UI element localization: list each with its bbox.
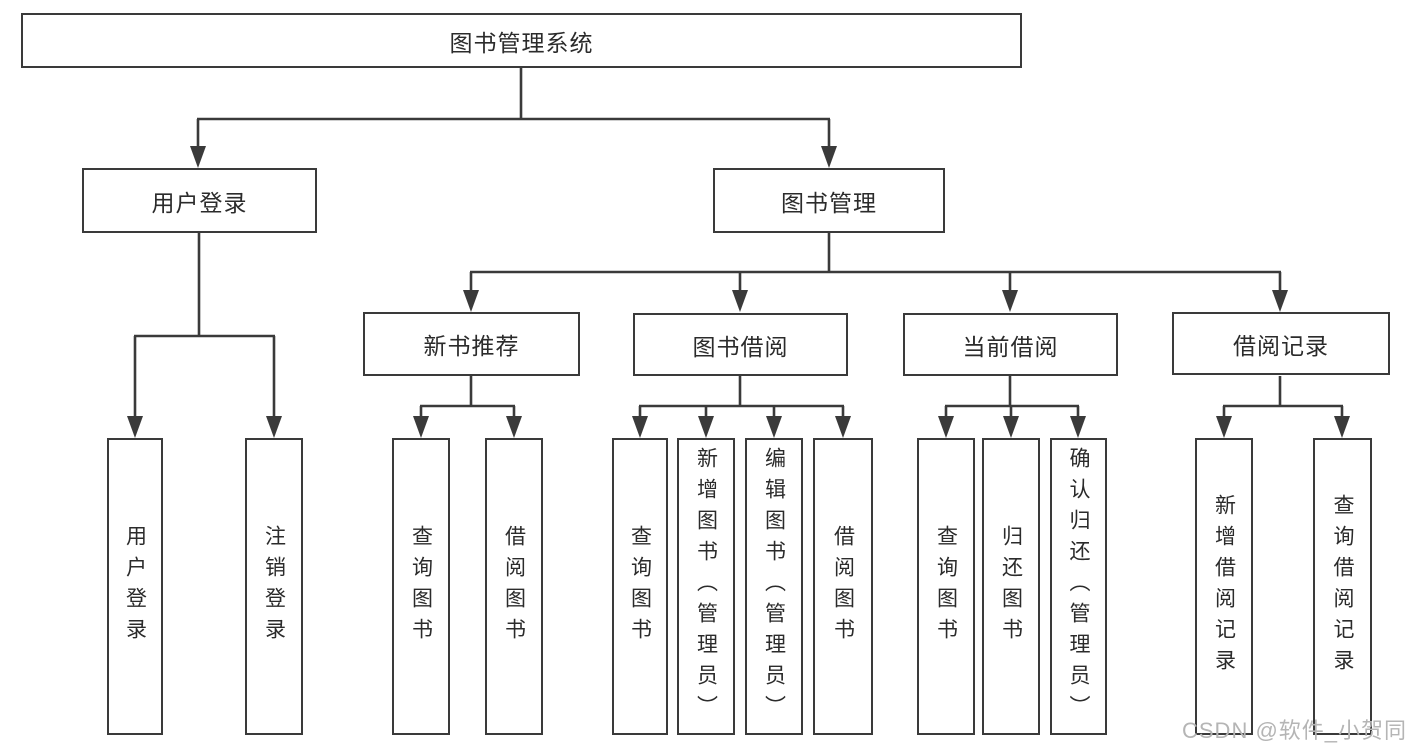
leaf-borrow-add-books-admin: 新增图书（管理员） <box>677 438 735 735</box>
node-label: 借阅记录 <box>1233 332 1329 359</box>
leaf-borrow-borrow-books: 借阅图书 <box>813 438 873 735</box>
node-library-management-system: 图书管理系统 <box>21 13 1022 68</box>
connector-root-to-level2 <box>190 68 837 168</box>
node-label: 图书管理 <box>781 189 877 216</box>
leaf-label: 新增图书（管理员） <box>694 447 718 726</box>
leaf-user-login: 用户登录 <box>107 438 163 735</box>
node-label: 用户登录 <box>151 189 248 216</box>
csdn-watermark: CSDN @软件_小贺同学 <box>1182 718 1405 743</box>
node-current-borrow: 当前借阅 <box>903 313 1118 376</box>
leaf-label: 确认归还（管理员） <box>1067 447 1090 726</box>
node-book-management: 图书管理 <box>713 168 945 233</box>
leaf-recommend-query-books: 查询图书 <box>392 438 450 735</box>
node-label: 图书管理系统 <box>449 29 594 56</box>
node-user-login: 用户登录 <box>82 168 317 233</box>
leaf-current-confirm-return-admin: 确认归还（管理员） <box>1050 438 1107 735</box>
leaf-recommend-borrow-books: 借阅图书 <box>485 438 543 735</box>
leaf-records-add-borrow-record: 新增借阅记录 <box>1195 438 1253 735</box>
leaf-label: 注销登录 <box>262 524 286 649</box>
leaf-label: 借阅图书 <box>831 524 855 649</box>
leaf-label: 编辑图书（管理员） <box>762 447 786 726</box>
leaf-label: 用户登录 <box>123 524 147 649</box>
node-book-borrow: 图书借阅 <box>633 313 848 376</box>
leaf-current-query-books: 查询图书 <box>917 438 975 735</box>
node-label: 新书推荐 <box>423 333 520 359</box>
connector-new-book-recommend-children <box>413 376 522 438</box>
leaf-logout-login: 注销登录 <box>245 438 303 735</box>
connector-user-login-children <box>127 233 282 438</box>
leaf-label: 查询图书 <box>934 524 958 649</box>
leaf-borrow-query-books: 查询图书 <box>612 438 668 735</box>
leaf-label: 查询图书 <box>409 524 433 649</box>
leaf-records-query-borrow-record: 查询借阅记录 <box>1313 438 1372 735</box>
connector-borrow-records-children <box>1216 376 1350 438</box>
node-borrow-records: 借阅记录 <box>1172 312 1390 375</box>
node-new-book-recommend: 新书推荐 <box>363 312 580 376</box>
leaf-label: 借阅图书 <box>502 524 526 649</box>
leaf-current-return-books: 归还图书 <box>982 438 1040 735</box>
leaf-label: 查询图书 <box>628 524 652 649</box>
leaf-label: 归还图书 <box>999 524 1023 649</box>
node-label: 当前借阅 <box>962 333 1059 360</box>
connector-book-borrow-children <box>632 376 851 438</box>
leaf-label: 新增借阅记录 <box>1212 493 1236 680</box>
node-label: 图书借阅 <box>692 333 789 360</box>
leaf-borrow-edit-books-admin: 编辑图书（管理员） <box>745 438 803 735</box>
connector-current-borrow-children <box>938 376 1086 438</box>
connector-book-management-children <box>463 233 1288 312</box>
leaf-label: 查询借阅记录 <box>1331 493 1354 680</box>
